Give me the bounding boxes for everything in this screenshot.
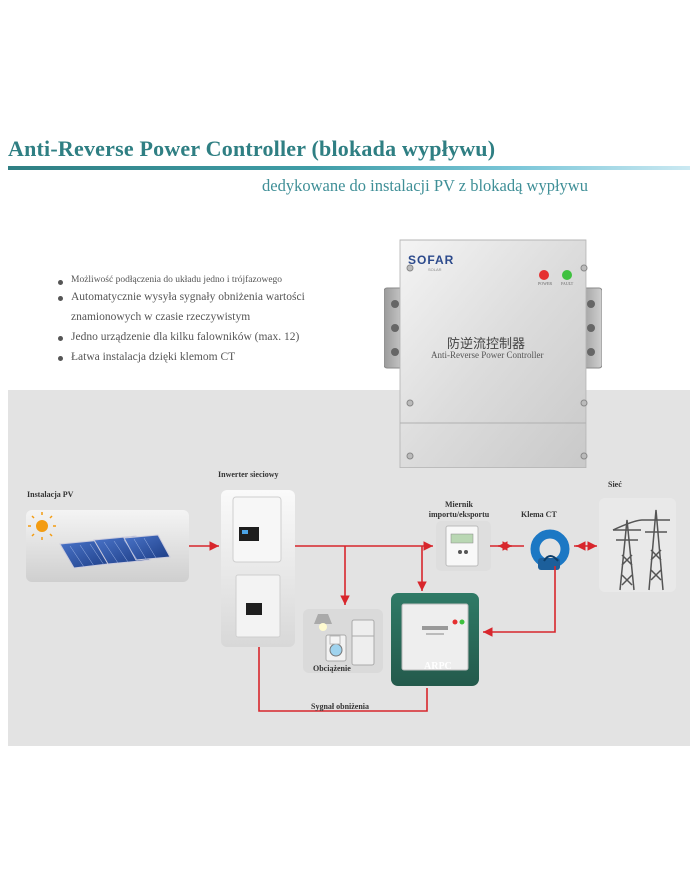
arpc-label: ARPC <box>424 661 452 672</box>
feature-item: Automatycznie wysyła sygnały obniżenia w… <box>58 288 358 328</box>
page-subtitle: dedykowane do instalacji PV z blokadą wy… <box>262 176 588 195</box>
ct-clamp <box>530 529 570 570</box>
device-brand-sub: SOLAR <box>428 267 442 272</box>
pv-label: Instalacja PV <box>27 490 74 499</box>
device-brand: SOFAR <box>408 253 455 267</box>
pv-installation <box>26 510 189 582</box>
feature-item: Łatwa instalacja dzięki klemom CT <box>58 348 358 368</box>
meter-label: Miernik importu/eksportu <box>428 500 490 519</box>
page-title: Anti-Reverse Power Controller (blokada w… <box>8 136 496 161</box>
led-label-green: FAULT <box>561 281 574 286</box>
title-rule <box>8 166 690 170</box>
load-appliances <box>303 609 383 673</box>
grid-towers <box>599 498 676 592</box>
connection-lines <box>189 541 597 712</box>
inverter-illustration <box>221 490 295 647</box>
energy-meter <box>436 521 491 571</box>
led-label-red: POWER <box>538 281 552 286</box>
inverter-label: Inwerter sieciowy <box>218 470 279 479</box>
arpc-unit <box>391 593 479 686</box>
device-name-en: Anti-Reverse Power Controller <box>431 350 544 360</box>
signal-label: Sygnał obniżenia <box>311 702 370 711</box>
feature-item: Jedno urządzenie dla kilku falowników (m… <box>58 328 358 348</box>
load-label: Obciążenie <box>313 664 351 673</box>
feature-item: Możliwość podłączenia do układu jedno i … <box>58 272 358 288</box>
device-name-cn: 防逆流控制器 <box>447 337 526 352</box>
grid-label: Sieć <box>608 480 622 489</box>
arpc-device-illustration <box>384 239 602 468</box>
ct-label: Klema CT <box>521 510 557 519</box>
feature-list: Możliwość podłączenia do układu jedno i … <box>58 272 358 367</box>
